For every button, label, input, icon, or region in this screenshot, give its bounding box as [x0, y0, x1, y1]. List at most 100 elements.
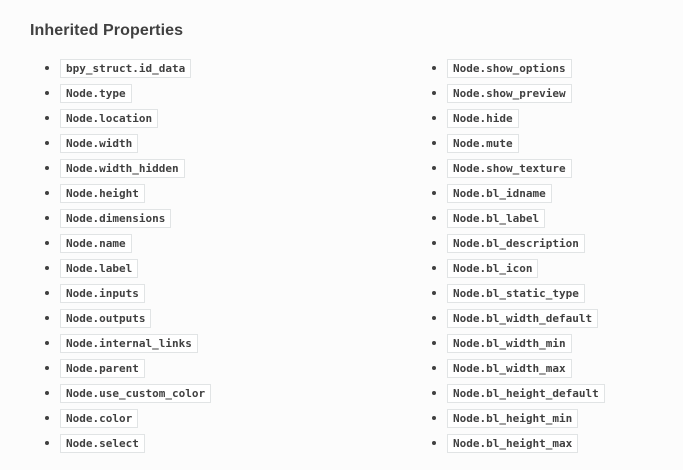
property-code-label: Node.parent [60, 359, 145, 378]
list-item: Node.show_options [417, 59, 683, 84]
property-link[interactable]: Node.bl_height_default [447, 384, 605, 403]
list-item: Node.select [30, 434, 417, 459]
list-item: Node.bl_static_type [417, 284, 683, 309]
property-code-label: Node.bl_idname [447, 184, 552, 203]
property-link[interactable]: Node.color [60, 409, 139, 428]
list-item: Node.bl_width_max [417, 359, 683, 384]
property-link[interactable]: Node.use_custom_color [60, 384, 212, 403]
property-link[interactable]: Node.bl_height_min [447, 409, 579, 428]
list-item: Node.show_preview [417, 84, 683, 109]
list-item: Node.label [30, 259, 417, 284]
property-code-label: Node.internal_links [60, 334, 198, 353]
list-item: Node.outputs [30, 309, 417, 334]
property-link[interactable]: Node.bl_description [447, 234, 585, 253]
property-code-label: Node.bl_label [447, 209, 546, 228]
property-link[interactable]: Node.name [60, 234, 132, 253]
list-item: Node.name [30, 234, 417, 259]
list-item: Node.height [30, 184, 417, 209]
property-code-label: Node.location [60, 109, 159, 128]
property-code-label: Node.hide [447, 109, 519, 128]
property-link[interactable]: Node.show_options [447, 59, 572, 78]
property-code-label: Node.color [60, 409, 139, 428]
list-item: Node.bl_width_min [417, 334, 683, 359]
property-code-label: Node.bl_height_min [447, 409, 579, 428]
property-link[interactable]: Node.width_hidden [60, 159, 185, 178]
property-code-label: Node.mute [447, 134, 519, 153]
list-item: Node.bl_idname [417, 184, 683, 209]
list-item: Node.bl_height_max [417, 434, 683, 459]
property-link[interactable]: Node.bl_icon [447, 259, 539, 278]
property-code-label: Node.width [60, 134, 139, 153]
property-link[interactable]: Node.dimensions [60, 209, 172, 228]
property-code-label: Node.use_custom_color [60, 384, 212, 403]
property-link[interactable]: Node.hide [447, 109, 519, 128]
property-link[interactable]: Node.select [60, 434, 145, 453]
property-link[interactable]: Node.show_texture [447, 159, 572, 178]
property-code-label: Node.width_hidden [60, 159, 185, 178]
property-code-label: Node.inputs [60, 284, 145, 303]
list-item: Node.use_custom_color [30, 384, 417, 409]
property-link[interactable]: Node.inputs [60, 284, 145, 303]
list-item: Node.location [30, 109, 417, 134]
property-link[interactable]: Node.outputs [60, 309, 152, 328]
list-item: Node.hide [417, 109, 683, 134]
property-code-label: Node.bl_width_min [447, 334, 572, 353]
property-link[interactable]: Node.bl_width_default [447, 309, 599, 328]
list-item: bpy_struct.id_data [30, 59, 417, 84]
section-heading-inherited-properties: Inherited Properties [30, 22, 184, 39]
property-code-label: Node.bl_description [447, 234, 585, 253]
list-item: Node.bl_width_default [417, 309, 683, 334]
property-link[interactable]: Node.bl_static_type [447, 284, 585, 303]
property-link[interactable]: Node.show_preview [447, 84, 572, 103]
property-link[interactable]: Node.height [60, 184, 145, 203]
property-code-label: Node.bl_height_default [447, 384, 605, 403]
list-item: Node.bl_label [417, 209, 683, 234]
property-link[interactable]: Node.location [60, 109, 159, 128]
property-code-label: Node.dimensions [60, 209, 172, 228]
property-code-label: Node.type [60, 84, 132, 103]
list-item: Node.parent [30, 359, 417, 384]
property-link[interactable]: Node.width [60, 134, 139, 153]
property-link[interactable]: Node.parent [60, 359, 145, 378]
list-item: Node.bl_description [417, 234, 683, 259]
property-link[interactable]: Node.label [60, 259, 139, 278]
property-code-label: Node.bl_height_max [447, 434, 579, 453]
list-item: Node.bl_height_min [417, 409, 683, 434]
property-link[interactable]: Node.bl_width_min [447, 334, 572, 353]
property-code-label: Node.outputs [60, 309, 152, 328]
property-code-label: Node.bl_width_max [447, 359, 572, 378]
property-link[interactable]: Node.bl_idname [447, 184, 552, 203]
property-code-label: Node.show_options [447, 59, 572, 78]
property-link[interactable]: Node.bl_width_max [447, 359, 572, 378]
property-link[interactable]: Node.internal_links [60, 334, 198, 353]
list-item: Node.inputs [30, 284, 417, 309]
list-item: Node.bl_height_default [417, 384, 683, 409]
list-item: Node.internal_links [30, 334, 417, 359]
list-item: Node.width [30, 134, 417, 159]
list-item: Node.dimensions [30, 209, 417, 234]
property-link[interactable]: Node.bl_label [447, 209, 546, 228]
list-item: Node.color [30, 409, 417, 434]
property-code-label: Node.bl_static_type [447, 284, 585, 303]
list-item: Node.type [30, 84, 417, 109]
property-link[interactable]: bpy_struct.id_data [60, 59, 192, 78]
property-code-label: Node.show_preview [447, 84, 572, 103]
property-code-label: Node.bl_width_default [447, 309, 599, 328]
list-item: Node.mute [417, 134, 683, 159]
property-code-label: Node.select [60, 434, 145, 453]
property-link[interactable]: Node.bl_height_max [447, 434, 579, 453]
list-item: Node.width_hidden [30, 159, 417, 184]
property-code-label: Node.label [60, 259, 139, 278]
list-item: Node.show_texture [417, 159, 683, 184]
property-code-label: Node.bl_icon [447, 259, 539, 278]
property-link[interactable]: Node.mute [447, 134, 519, 153]
property-link[interactable]: Node.type [60, 84, 132, 103]
property-code-label: Node.height [60, 184, 145, 203]
property-code-label: Node.name [60, 234, 132, 253]
